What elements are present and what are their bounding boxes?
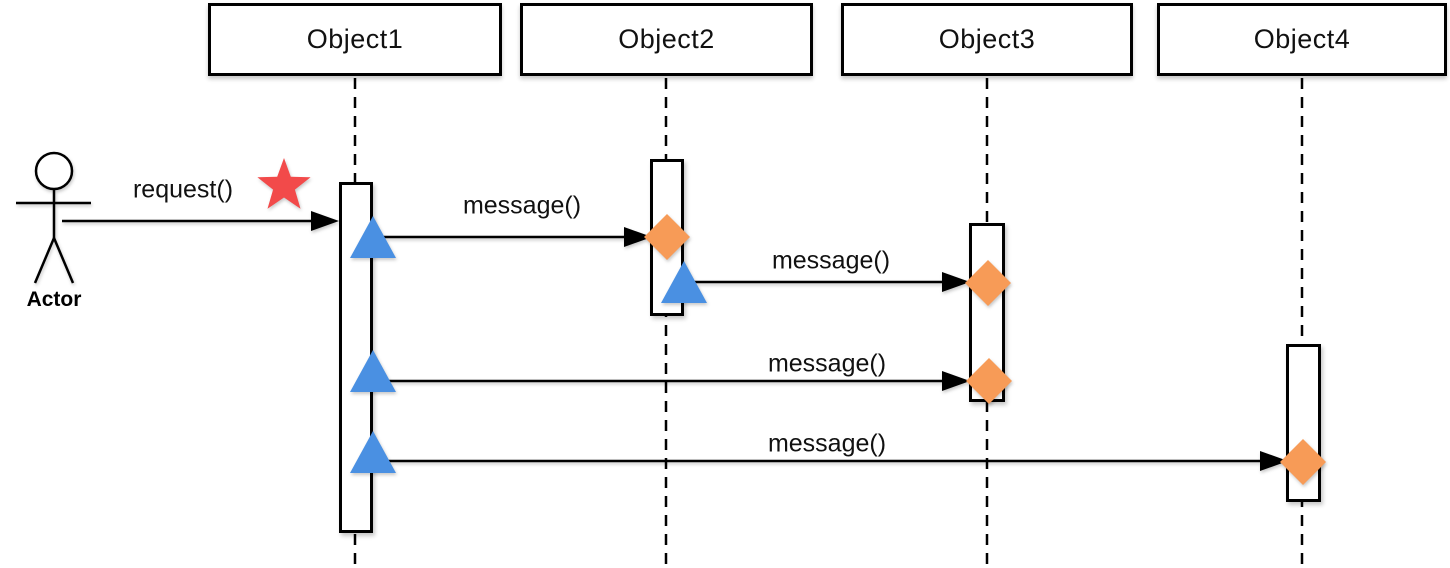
actor-label: Actor xyxy=(26,288,82,311)
arrowhead-icon xyxy=(311,211,339,231)
object-label: Object2 xyxy=(618,24,715,54)
object-box-object4: Object4 xyxy=(1157,3,1447,76)
object-label: Object1 xyxy=(306,24,404,54)
arrowhead-icon xyxy=(942,272,970,292)
arrowhead-icon xyxy=(942,371,970,391)
actor-leg-left xyxy=(33,237,56,284)
receive-diamond-icon xyxy=(1280,439,1326,485)
receive-diamond-icon xyxy=(644,214,690,260)
arrowhead-icon xyxy=(1260,451,1288,471)
object-box-object1: Object1 xyxy=(208,3,502,76)
star-icon xyxy=(257,158,311,209)
actor-figure xyxy=(16,151,91,284)
receive-diamond-icon xyxy=(965,260,1011,306)
message-arrow-3 xyxy=(373,371,970,391)
object-box-object3: Object3 xyxy=(841,3,1133,76)
send-triangle-icon xyxy=(350,216,396,258)
receive-diamond-icon xyxy=(966,358,1012,404)
actor-head xyxy=(34,151,74,191)
message-label-1: message() xyxy=(462,191,582,220)
actor-leg-right xyxy=(52,237,75,284)
arrowhead-icon xyxy=(624,227,652,247)
object-box-object2: Object2 xyxy=(520,3,813,76)
message-label-request: request() xyxy=(132,175,234,204)
message-arrow-1 xyxy=(373,227,652,247)
message-label-2: message() xyxy=(771,246,891,275)
object-label: Object4 xyxy=(1253,24,1351,54)
send-triangle-icon xyxy=(661,261,707,303)
message-arrow-2 xyxy=(684,272,970,292)
message-arrow-request xyxy=(62,211,339,231)
message-label-4: message() xyxy=(767,429,887,458)
object-label: Object3 xyxy=(938,24,1036,54)
send-triangle-icon xyxy=(350,431,396,473)
send-triangle-icon xyxy=(350,350,396,392)
message-arrow-4 xyxy=(373,451,1288,471)
message-label-3: message() xyxy=(767,349,887,378)
